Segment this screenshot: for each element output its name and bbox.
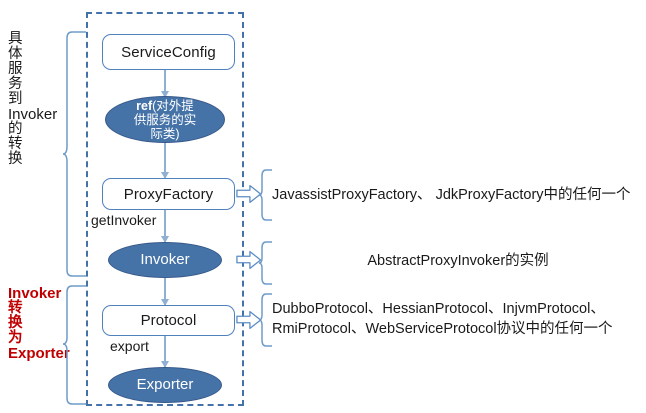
side-label-line: 为 [8, 330, 23, 347]
node-ref[interactable]: ref(对外提 供服务的实 际类) [105, 96, 225, 143]
side-label-line: 具 [8, 31, 23, 47]
node-service-config[interactable]: ServiceConfig [102, 34, 235, 70]
side-label-line: 服 [8, 60, 23, 77]
side-label-invoker-to-exporter: Invoker 转 换 为 Exporter [8, 285, 70, 363]
node-label: Invoker [140, 250, 190, 268]
connector-invoker-to-protocol [164, 278, 166, 305]
node-label: Protocol [140, 312, 197, 329]
node-label: ProxyFactory [123, 185, 214, 203]
annotation-proxy-factory: JavassistProxyFactory、 JdkProxyFactory中的… [272, 187, 631, 203]
connector-protocol-to-exporter [164, 336, 166, 367]
side-label-line: 务 [8, 75, 23, 92]
left-brace-top [62, 31, 86, 277]
side-label-line: Exporter [8, 345, 70, 363]
side-label-line: 转 [8, 135, 23, 152]
right-brace-invoker [258, 241, 272, 285]
side-label-line: 换 [8, 315, 23, 332]
side-label-line: 体 [8, 45, 23, 62]
side-label-line: 的 [8, 121, 23, 138]
node-label: ServiceConfig [121, 43, 216, 61]
side-label-line: Invoker [8, 105, 58, 123]
node-label-rest: (对外提 [152, 98, 194, 113]
side-label-line: Invoker [8, 285, 62, 302]
node-label-line2: 供服务的实 [133, 112, 197, 127]
node-exporter[interactable]: Exporter [108, 367, 222, 403]
node-label-bold: ref [136, 98, 153, 113]
edge-label-get-invoker: getInvoker [91, 212, 157, 228]
node-proxy-factory[interactable]: ProxyFactory [102, 178, 235, 210]
node-label: Exporter [136, 375, 194, 393]
block-arrow-proxy-factory-icon [236, 184, 262, 204]
dashed-flow-container [86, 12, 244, 406]
right-brace-protocol [258, 293, 272, 347]
annotation-invoker: AbstractProxyInvoker的实例 [367, 253, 549, 269]
connector-serviceconfig-to-ref [164, 70, 166, 97]
block-arrow-invoker-icon [236, 250, 262, 270]
left-brace-bottom [62, 285, 86, 405]
node-protocol[interactable]: Protocol [102, 305, 235, 336]
annotation-protocol: DubboProtocol、HessianProtocol、InjvmProto… [272, 301, 613, 337]
connector-ref-to-proxyfactory [164, 142, 166, 178]
node-invoker[interactable]: Invoker [108, 242, 222, 278]
side-label-line: 到 [8, 90, 23, 107]
side-label-line: 换 [8, 150, 23, 167]
right-brace-proxy-factory [258, 169, 272, 221]
side-label-line: 转 [8, 300, 23, 317]
edge-label-export: export [110, 338, 149, 354]
connector-proxyfactory-to-invoker [164, 209, 166, 242]
node-label-line3: 际类) [150, 126, 180, 141]
side-label-service-to-invoker: 具 体 服 务 到 Invoker 的 转 换 [8, 32, 64, 167]
block-arrow-protocol-icon [236, 310, 262, 330]
